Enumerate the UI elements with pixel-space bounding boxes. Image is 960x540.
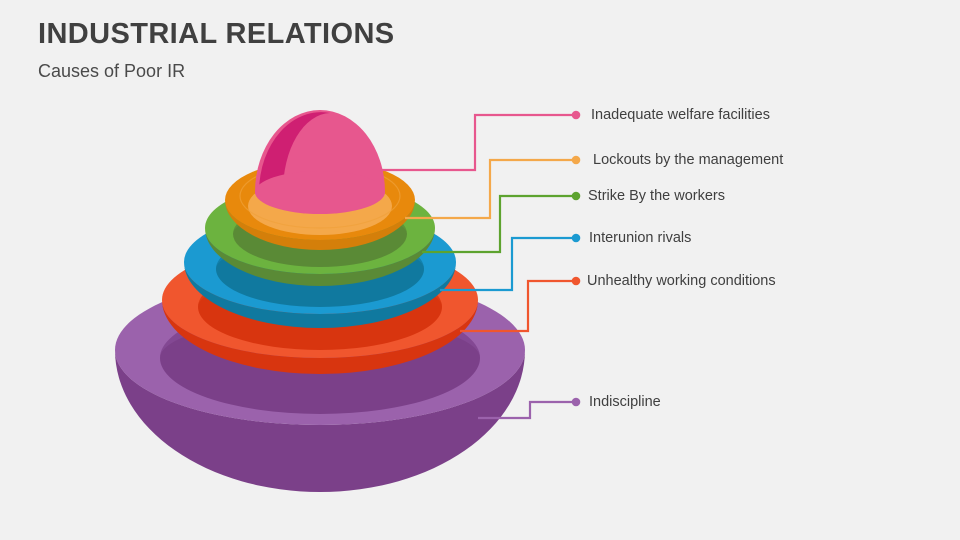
- connector-dot-inadequate-welfare: [571, 110, 581, 120]
- connector-line-strike: [422, 194, 574, 254]
- connector-dot-unhealthy: [571, 276, 581, 286]
- callout-label-unhealthy-working-conditions[interactable]: Unhealthy working conditions: [587, 273, 776, 289]
- page-title: INDUSTRIAL RELATIONS: [38, 18, 395, 50]
- dome-highlight-crescent-inadequate-welfare: [259, 112, 330, 192]
- page-subtitle: Causes of Poor IR: [38, 61, 186, 81]
- connector-dot-interunion: [571, 233, 581, 243]
- connector-line-indiscipline: [478, 400, 574, 420]
- connector-dot-strike: [571, 191, 581, 201]
- connector-lines: [380, 113, 574, 420]
- callout-label-inadequate-welfare-facilities[interactable]: Inadequate welfare facilities: [591, 107, 770, 123]
- callout-label-indiscipline[interactable]: Indiscipline: [589, 394, 661, 410]
- connector-line-lockouts: [405, 158, 574, 220]
- connector-line-inadequate-welfare: [380, 113, 574, 172]
- connector-dots: [571, 110, 581, 407]
- callout-label-strike-by-the-workers[interactable]: Strike By the workers: [588, 188, 725, 204]
- bowl-body-unhealthy: [162, 300, 478, 374]
- connector-line-interunion: [440, 236, 574, 292]
- callout-label-lockouts-by-the-management[interactable]: Lockouts by the management: [593, 152, 784, 168]
- connector-dot-indiscipline: [571, 397, 581, 407]
- callout-label-interunion-rivals[interactable]: Interunion rivals: [589, 230, 692, 246]
- connector-dot-lockouts: [571, 155, 581, 165]
- bowl-layer-inadequate-welfare-facilities[interactable]: [255, 110, 385, 214]
- bowl-body-lockouts: [225, 200, 415, 250]
- connector-line-unhealthy: [460, 279, 574, 333]
- bowl-body-indiscipline: [115, 350, 525, 492]
- bowl-body-interunion: [184, 262, 456, 328]
- bowl-body-strike: [205, 228, 435, 286]
- dome-base-shade-inadequate-welfare: [255, 171, 385, 213]
